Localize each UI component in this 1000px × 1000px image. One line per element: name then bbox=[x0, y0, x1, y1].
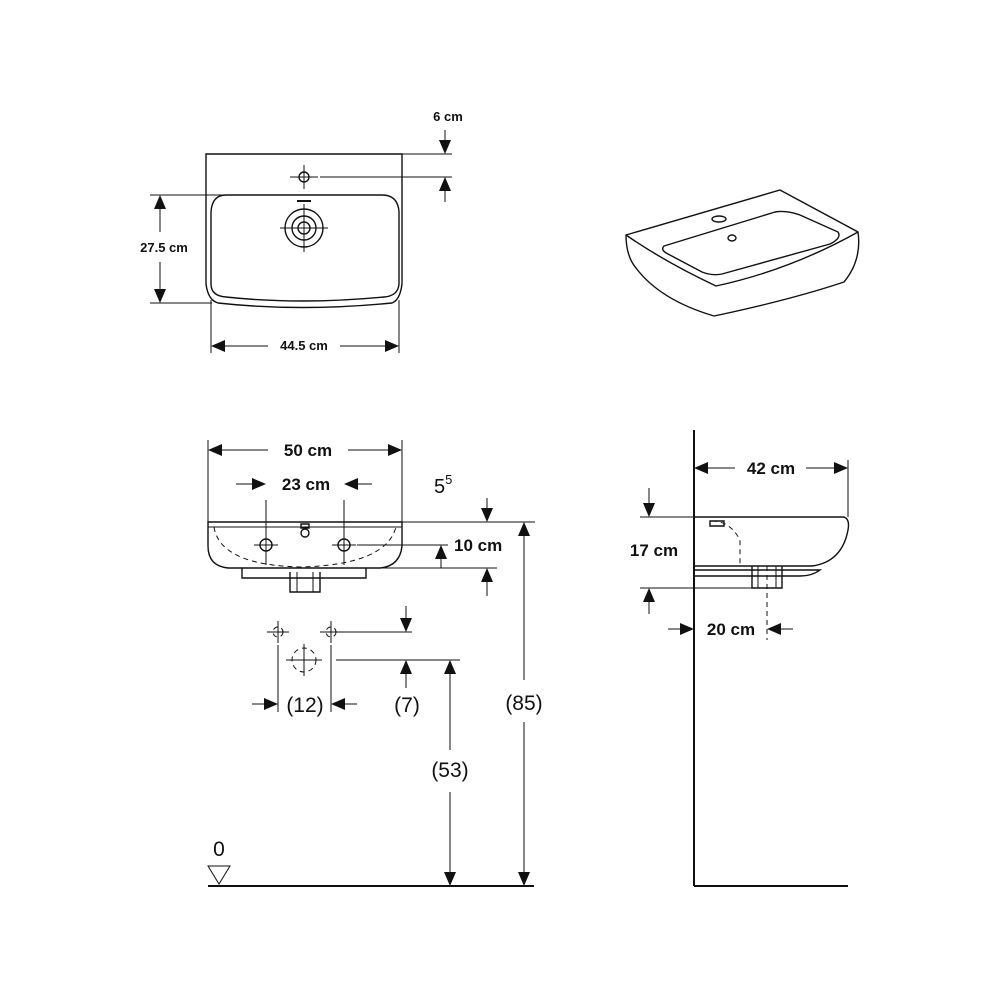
dimension-7 bbox=[400, 606, 412, 688]
side-bowl-hidden bbox=[711, 520, 741, 566]
dimension-12 bbox=[252, 645, 357, 712]
front-tap-hole-left bbox=[254, 500, 278, 565]
floor-level-marker bbox=[207, 865, 231, 885]
side-basin-body bbox=[694, 516, 850, 567]
label-20cm: 20 cm bbox=[707, 620, 755, 639]
top-view-bowl bbox=[210, 194, 400, 302]
iso-rim-edge bbox=[625, 231, 859, 287]
dimension-27-5cm bbox=[150, 194, 256, 304]
label-17cm: 17 cm bbox=[630, 541, 678, 560]
dimension-6cm bbox=[320, 130, 452, 202]
side-view bbox=[640, 430, 850, 887]
top-view-outline bbox=[205, 153, 403, 309]
dimension-50cm bbox=[207, 440, 403, 522]
front-waste bbox=[289, 572, 321, 593]
front-tap-hole-right bbox=[332, 500, 356, 565]
supply-marker-right bbox=[320, 621, 412, 643]
label-44-5cm: 44.5 cm bbox=[280, 338, 328, 353]
label-27-5cm: 27.5 cm bbox=[140, 240, 188, 255]
dimension-53 bbox=[444, 660, 456, 886]
front-view bbox=[207, 440, 535, 887]
front-overflow bbox=[300, 528, 310, 538]
dimension-23cm bbox=[236, 478, 372, 490]
isometric-view bbox=[625, 189, 860, 317]
dimension-17cm bbox=[640, 488, 752, 614]
label-53: (53) bbox=[431, 759, 468, 782]
dimension-85 bbox=[518, 522, 530, 886]
side-base bbox=[694, 569, 823, 577]
label-50cm: 50 cm bbox=[284, 441, 332, 460]
label-12: (12) bbox=[286, 694, 323, 717]
iso-tap-hole bbox=[711, 215, 727, 223]
label-85: (85) bbox=[505, 692, 542, 715]
label-23cm: 23 cm bbox=[282, 475, 330, 494]
label-rim-5: 55 bbox=[434, 472, 452, 498]
label-42cm: 42 cm bbox=[747, 459, 795, 478]
dimension-44-5cm bbox=[210, 300, 400, 353]
label-7: (7) bbox=[394, 694, 420, 717]
label-6cm: 6 cm bbox=[433, 109, 463, 124]
supply-marker-left bbox=[267, 621, 289, 643]
iso-bowl bbox=[661, 210, 840, 276]
dimension-10cm bbox=[357, 544, 497, 596]
tap-hole-marker bbox=[290, 165, 318, 189]
waste-marker bbox=[286, 644, 460, 676]
drain-marker bbox=[280, 200, 328, 252]
front-bowl-hidden bbox=[213, 526, 397, 568]
label-10cm: 10 cm bbox=[454, 536, 502, 555]
dimension-42cm bbox=[694, 460, 849, 517]
dimension-20cm bbox=[668, 623, 793, 635]
front-base bbox=[241, 568, 367, 579]
top-view bbox=[150, 130, 452, 353]
label-floor-0: 0 bbox=[213, 838, 225, 861]
dimension-5-5 bbox=[402, 498, 535, 523]
iso-overflow-hole bbox=[727, 234, 737, 242]
iso-outline bbox=[625, 189, 860, 317]
